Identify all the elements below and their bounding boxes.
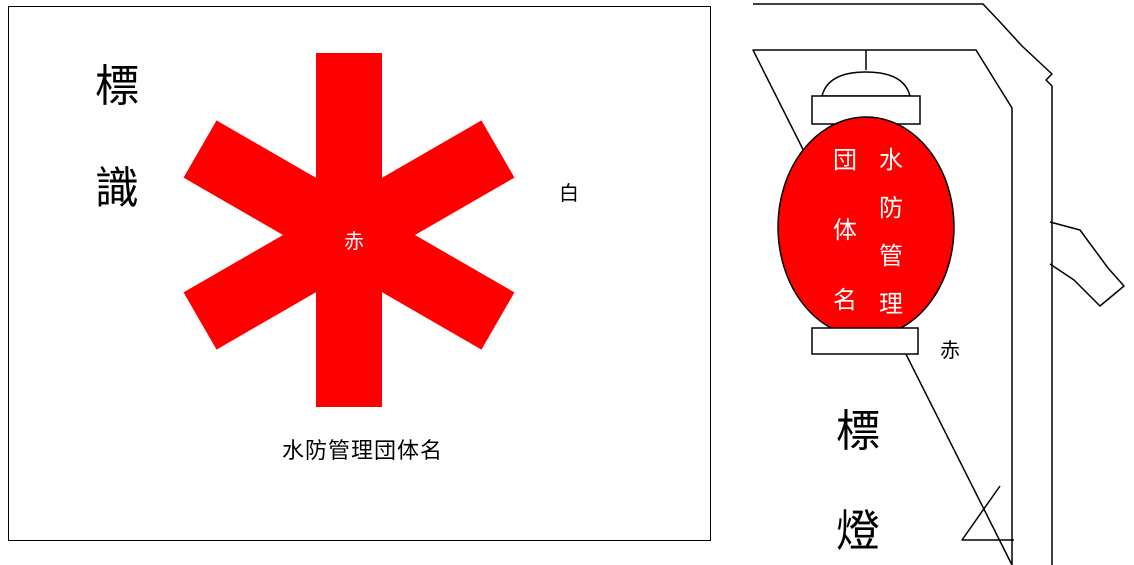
flag-title-char-1: 標 xyxy=(95,61,139,112)
lantern-text-left-1: 団 xyxy=(833,146,857,174)
organization-name: 水防管理団体名 xyxy=(281,439,443,464)
lantern-text-right-3: 管 xyxy=(879,242,903,270)
flag-panel: 標 識 赤 白 水防管理団体名 xyxy=(8,6,711,541)
lantern-text-right-4: 理 xyxy=(879,290,903,318)
symbol-color-label: 赤 xyxy=(344,229,364,253)
flag-title-char-2: 識 xyxy=(95,163,139,214)
asterisk-bar-diagonal-2 xyxy=(183,120,515,350)
lantern-text-right-2: 防 xyxy=(879,194,903,222)
lantern-bottom-ring xyxy=(811,327,919,355)
bracket-side-arm xyxy=(1049,221,1125,307)
lantern-top-cap xyxy=(821,71,911,97)
lantern-body xyxy=(777,116,955,338)
background-color-label: 白 xyxy=(559,181,579,205)
lantern-title-char-2: 燈 xyxy=(836,506,880,557)
lantern-text-left-2: 体 xyxy=(833,216,857,244)
lantern-text-right-1: 水 xyxy=(879,146,903,174)
lantern-text-left-3: 名 xyxy=(833,286,857,314)
lantern-color-label: 赤 xyxy=(940,338,960,362)
bracket-brace xyxy=(961,485,1014,541)
lantern-title-char-1: 標 xyxy=(836,406,880,457)
red-asterisk-symbol xyxy=(183,53,515,407)
